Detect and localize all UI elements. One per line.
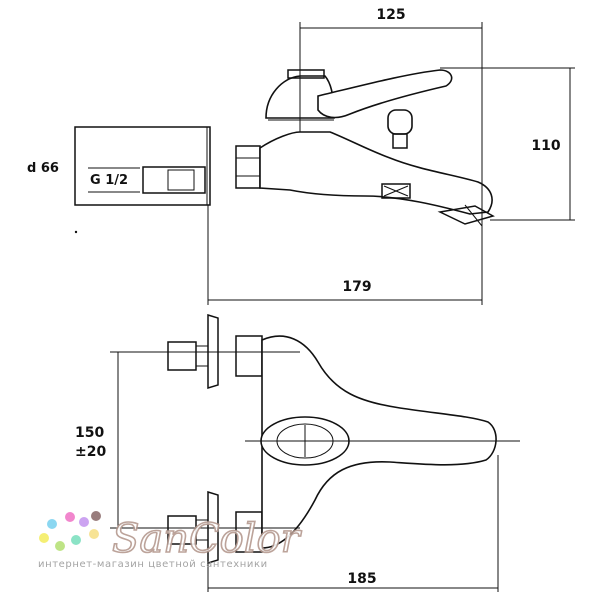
thread-label: G 1/2 [90,173,128,188]
faucet-body [259,131,493,215]
spacing-label: 150 [75,425,104,441]
top-view [110,313,520,592]
side-view [74,22,575,305]
top-inlet-fitting [167,341,197,371]
brand-tagline: интернет-магазин цветной сантехники [38,559,268,570]
lever-handle [317,69,453,119]
coupling-nut [235,145,261,189]
diameter-label: d 66 [27,161,59,176]
thread-connector [142,166,206,194]
dim-label-185: 185 [347,571,376,587]
dim-label-110: 110 [531,138,560,154]
brand-name: SanColor [112,516,303,562]
diverter-knob [387,109,413,135]
spout-aerator [437,205,495,225]
sancolor-logo: SanColor интернет-магазин цветной сантех… [38,511,303,570]
wall-flange [74,126,211,206]
dim-label-125: 125 [376,7,405,23]
dim-label-179: 179 [342,279,371,295]
tolerance-label: ±20 [75,444,106,460]
outlet-marker [381,183,411,199]
